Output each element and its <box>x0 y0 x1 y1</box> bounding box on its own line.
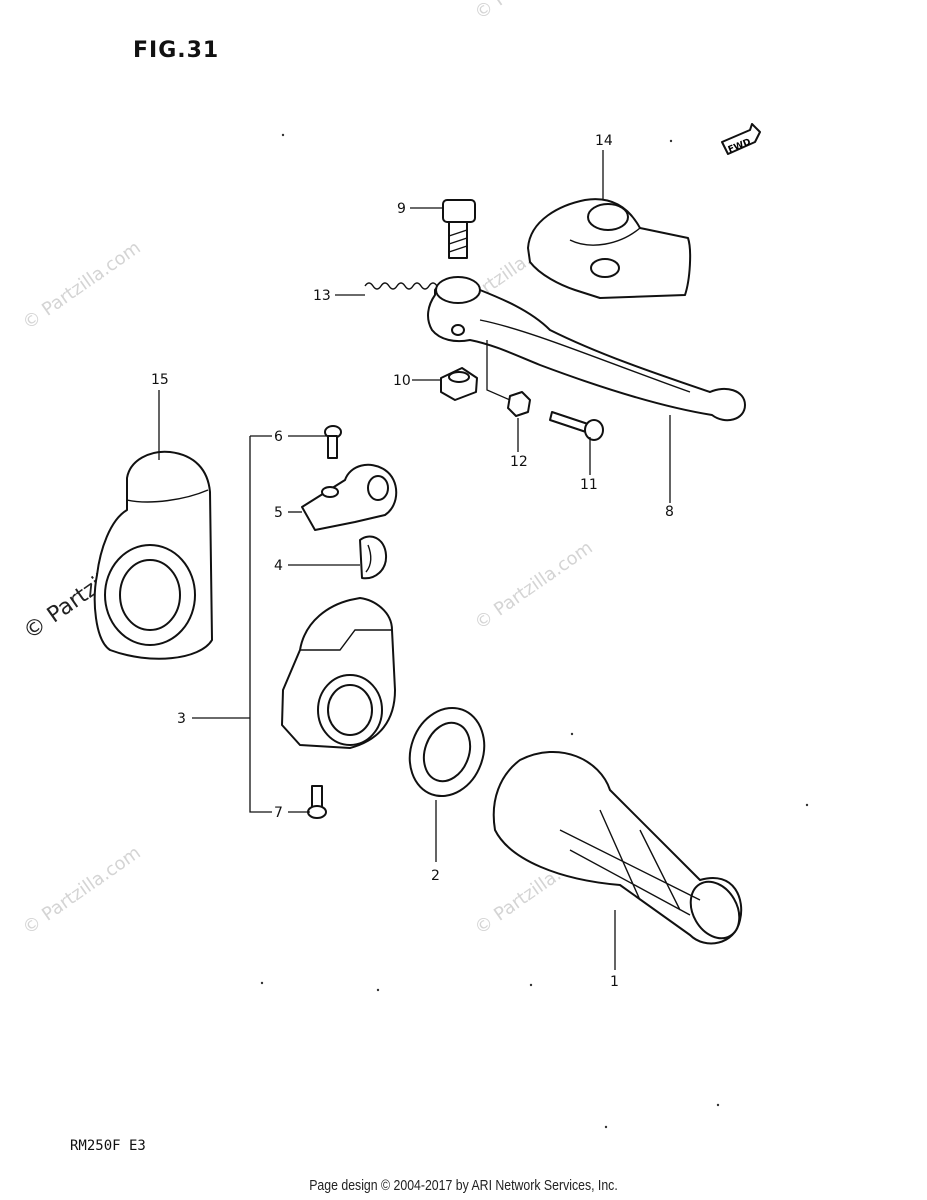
part-8-lever <box>427 276 746 422</box>
watermark-3: © Partzilla.com <box>471 537 597 634</box>
part-9-pivot-bolt <box>442 199 476 259</box>
part-7-screw <box>307 785 327 819</box>
part-1-grip <box>492 751 743 945</box>
callout-4: 4 <box>274 558 283 574</box>
watermark-4: © Partzilla.com <box>19 842 145 939</box>
callout-3: 3 <box>177 711 186 727</box>
part-11-screw <box>549 411 604 441</box>
callouts: 9 13 10 15 14 12 11 8 6 5 4 3 7 2 1 <box>151 133 674 990</box>
callout-5: 5 <box>274 505 283 521</box>
part-13-spring <box>364 282 446 290</box>
callout-2: 2 <box>431 868 440 884</box>
watermark-1: © Partzilla.com <box>19 237 145 334</box>
callout-7: 7 <box>274 805 283 821</box>
part-3-lever-holder <box>281 597 396 749</box>
part-12-small-nut <box>507 391 531 417</box>
fwd-arrow-icon: FWD <box>721 123 761 155</box>
leader-lines <box>158 150 671 970</box>
part-10-nut <box>440 367 478 401</box>
callout-12: 12 <box>510 454 528 470</box>
callout-8: 8 <box>665 504 674 520</box>
part-14-lever-cover <box>527 198 692 299</box>
figure-title: FIG.31 <box>133 38 220 63</box>
callout-10: 10 <box>393 373 411 389</box>
part-2-collar <box>408 706 486 798</box>
part-5-cable-clamp <box>301 463 398 531</box>
callout-9: 9 <box>397 201 406 217</box>
model-code: RM250F E3 <box>70 1138 146 1154</box>
callout-6: 6 <box>274 429 283 445</box>
callout-14: 14 <box>595 133 613 149</box>
callout-1: 1 <box>610 974 619 990</box>
copyright-footer: Page design © 2004-2017 by ARI Network S… <box>309 1177 618 1194</box>
callout-13: 13 <box>313 288 331 304</box>
callout-15: 15 <box>151 372 169 388</box>
part-4-clip <box>359 535 388 580</box>
part-15-holder-cover <box>93 450 213 660</box>
part-6-screw <box>324 425 342 459</box>
callout-11: 11 <box>580 477 598 493</box>
print-specks <box>260 133 809 1129</box>
watermark-6: © Partzilla.com <box>471 0 597 24</box>
